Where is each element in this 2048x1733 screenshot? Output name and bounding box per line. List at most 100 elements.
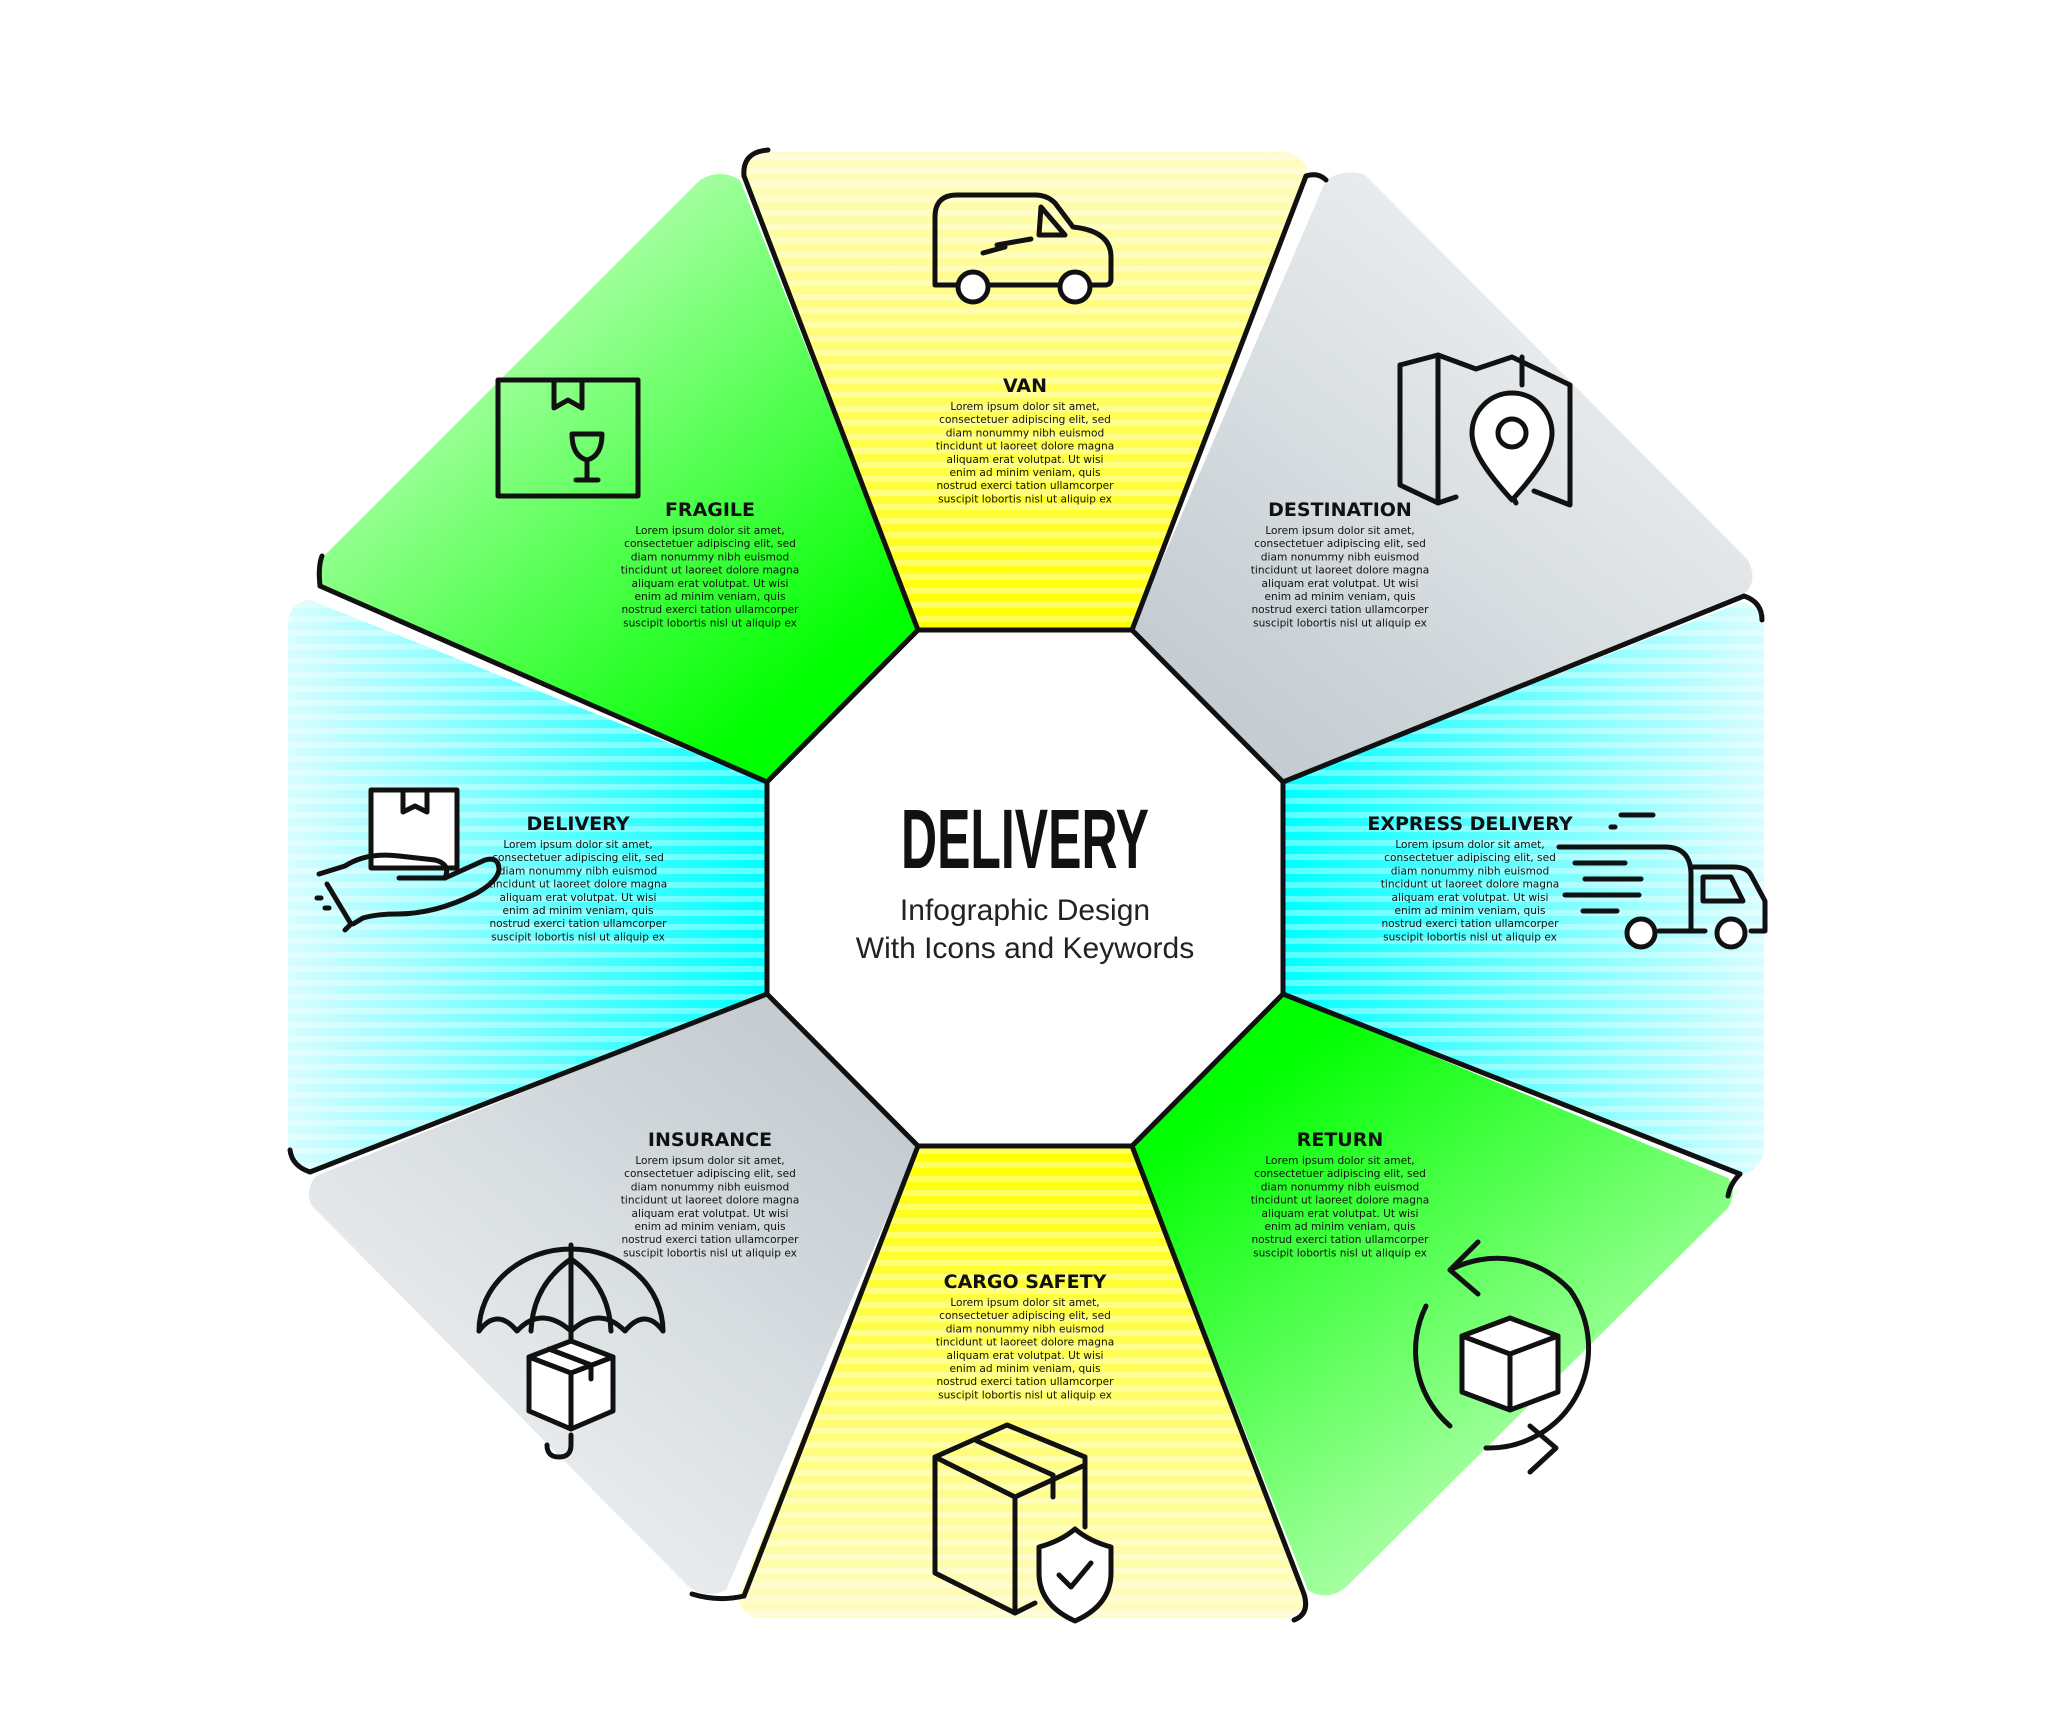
segment-fragile-body-line: suscipit lobortis nisl ut aliquip ex xyxy=(623,617,797,629)
segment-return-body-line: aliquam erat volutpat. Ut wisi xyxy=(1262,1208,1419,1220)
segment-cargo-safety-body-line: consectetuer adipiscing elit, sed xyxy=(939,1310,1111,1322)
segment-express-delivery-body-line: Lorem ipsum dolor sit amet, xyxy=(1395,839,1544,851)
center-subtitle-line1: Infographic Design xyxy=(900,894,1150,927)
segment-cargo-safety-body-line: diam nonummy nibh euismod xyxy=(946,1323,1104,1335)
segment-delivery-title: DELIVERY xyxy=(527,813,630,835)
return-box-icon xyxy=(1413,1239,1591,1475)
segment-return-body-line: Lorem ipsum dolor sit amet, xyxy=(1265,1155,1414,1167)
segment-van-text: VAN Lorem ipsum dolor sit amet,consectetu… xyxy=(936,375,1114,505)
segment-fragile-body-line: diam nonummy nibh euismod xyxy=(631,551,789,563)
segment-fragile-body-line: aliquam erat volutpat. Ut wisi xyxy=(632,578,789,590)
segment-insurance-body-line: consectetuer adipiscing elit, sed xyxy=(624,1168,796,1180)
segment-return-text: RETURN Lorem ipsum dolor sit amet,consect… xyxy=(1251,1129,1429,1259)
segment-express-delivery-title: EXPRESS DELIVERY xyxy=(1367,813,1572,835)
segment-cargo-safety-body-line: tincidunt ut laoreet dolore magna xyxy=(936,1337,1114,1349)
segment-delivery-body-line: tincidunt ut laoreet dolore magna xyxy=(489,879,667,891)
segment-express-delivery-text: EXPRESS DELIVERY Lorem ipsum dolor sit am… xyxy=(1367,813,1572,943)
segment-delivery-body-line: diam nonummy nibh euismod xyxy=(499,865,657,877)
segment-van-title: VAN xyxy=(1003,375,1047,397)
segment-cargo-safety-body-line: enim ad minim veniam, quis xyxy=(950,1363,1101,1375)
segment-fragile-body-line: consectetuer adipiscing elit, sed xyxy=(624,538,796,550)
segment-dividers xyxy=(287,147,1765,1623)
segment-destination-body-line: consectetuer adipiscing elit, sed xyxy=(1254,538,1426,550)
segment-return-body-line: enim ad minim veniam, quis xyxy=(1265,1221,1416,1233)
segment-van-body-line: diam nonummy nibh euismod xyxy=(946,427,1104,439)
segment-cargo-safety-title: CARGO SAFETY xyxy=(944,1271,1107,1293)
segment-fragile-title: FRAGILE xyxy=(665,499,755,521)
segment-van-body-line: suscipit lobortis nisl ut aliquip ex xyxy=(938,493,1112,505)
center-octagon: DELIVERY Infographic Design With Icons a… xyxy=(764,627,1286,1149)
segment-express-delivery-body-line: consectetuer adipiscing elit, sed xyxy=(1384,852,1556,864)
map-pin-icon xyxy=(1397,352,1573,508)
segment-van-body-line: Lorem ipsum dolor sit amet, xyxy=(950,401,1099,413)
segment-destination-body-line: tincidunt ut laoreet dolore magna xyxy=(1251,565,1429,577)
segment-delivery-text: DELIVERY Lorem ipsum dolor sit amet,conse… xyxy=(489,813,667,943)
segment-express-delivery-body-line: tincidunt ut laoreet dolore magna xyxy=(1381,879,1559,891)
segment-return-shape xyxy=(1132,994,1733,1596)
segment-destination-body-line: Lorem ipsum dolor sit amet, xyxy=(1265,525,1414,537)
segment-destination-body-line: diam nonummy nibh euismod xyxy=(1261,551,1419,563)
segment-delivery-body-line: nostrud exerci tation ullamcorper xyxy=(489,918,667,930)
segment-delivery-body-line: suscipit lobortis nisl ut aliquip ex xyxy=(491,931,665,943)
segment-express-delivery-body-line: diam nonummy nibh euismod xyxy=(1391,865,1549,877)
segment-return-title: RETURN xyxy=(1297,1129,1384,1151)
segment-return-body-line: tincidunt ut laoreet dolore magna xyxy=(1251,1195,1429,1207)
segment-destination-title: DESTINATION xyxy=(1268,499,1412,521)
segment-insurance-body-line: enim ad minim veniam, quis xyxy=(635,1221,786,1233)
segment-fragile-body-line: Lorem ipsum dolor sit amet, xyxy=(635,525,784,537)
segment-express-delivery-body-line: nostrud exerci tation ullamcorper xyxy=(1381,918,1559,930)
segment-van-body-line: tincidunt ut laoreet dolore magna xyxy=(936,441,1114,453)
segment-insurance-body-line: suscipit lobortis nisl ut aliquip ex xyxy=(623,1247,797,1259)
segment-van-body-line: nostrud exerci tation ullamcorper xyxy=(936,480,1114,492)
hand-box-icon xyxy=(314,787,502,933)
segment-cargo-safety-body-line: nostrud exerci tation ullamcorper xyxy=(936,1376,1114,1388)
cargo-safety-icon xyxy=(932,1422,1114,1624)
segment-fragile-body-line: tincidunt ut laoreet dolore magna xyxy=(621,565,799,577)
segment-destination-shape xyxy=(1132,172,1753,783)
segment-cargo-safety-body-line: aliquam erat volutpat. Ut wisi xyxy=(947,1350,1104,1362)
segment-destination-body-line: nostrud exerci tation ullamcorper xyxy=(1251,604,1429,616)
center-title: DELIVERY xyxy=(901,792,1149,886)
center-subtitle-line2: With Icons and Keywords xyxy=(856,932,1194,965)
segment-insurance-title: INSURANCE xyxy=(648,1129,772,1151)
segment-insurance-body-line: nostrud exerci tation ullamcorper xyxy=(621,1234,799,1246)
fragile-box-icon xyxy=(495,377,641,499)
segment-insurance-text: INSURANCE Lorem ipsum dolor sit amet,cons… xyxy=(621,1129,799,1259)
segment-insurance-body-line: diam nonummy nibh euismod xyxy=(631,1181,789,1193)
segment-insurance-body-line: Lorem ipsum dolor sit amet, xyxy=(635,1155,784,1167)
segment-van-body-line: consectetuer adipiscing elit, sed xyxy=(939,414,1111,426)
segment-insurance-shape xyxy=(308,994,918,1595)
umbrella-box-icon xyxy=(476,1242,666,1460)
segment-destination-body-line: enim ad minim veniam, quis xyxy=(1265,591,1416,603)
segment-fragile-shape xyxy=(316,174,918,782)
segment-fragile-body-line: nostrud exerci tation ullamcorper xyxy=(621,604,799,616)
segment-cargo-safety-text: CARGO SAFETY Lorem ipsum dolor sit amet,c… xyxy=(936,1271,1114,1401)
segment-return-body-line: suscipit lobortis nisl ut aliquip ex xyxy=(1253,1247,1427,1259)
segment-insurance-body-line: tincidunt ut laoreet dolore magna xyxy=(621,1195,799,1207)
segment-destination-text: DESTINATION Lorem ipsum dolor sit amet,co… xyxy=(1251,499,1429,629)
segment-cargo-safety-body-line: Lorem ipsum dolor sit amet, xyxy=(950,1297,1099,1309)
segment-fragile-body-line: enim ad minim veniam, quis xyxy=(635,591,786,603)
segment-van-body-line: aliquam erat volutpat. Ut wisi xyxy=(947,454,1104,466)
segment-express-delivery-body-line: enim ad minim veniam, quis xyxy=(1395,905,1546,917)
segment-return-body-line: consectetuer adipiscing elit, sed xyxy=(1254,1168,1426,1180)
van-icon xyxy=(932,192,1114,305)
segment-express-delivery-body-line: suscipit lobortis nisl ut aliquip ex xyxy=(1383,931,1557,943)
segment-cargo-safety-body-line: suscipit lobortis nisl ut aliquip ex xyxy=(938,1389,1112,1401)
segment-destination-body-line: aliquam erat volutpat. Ut wisi xyxy=(1262,578,1419,590)
segment-return-body-line: diam nonummy nibh euismod xyxy=(1261,1181,1419,1193)
segment-van-body-line: enim ad minim veniam, quis xyxy=(950,467,1101,479)
express-truck-icon xyxy=(1556,812,1768,950)
segment-fragile-text: FRAGILE Lorem ipsum dolor sit amet,consec… xyxy=(621,499,799,629)
segment-destination-body-line: suscipit lobortis nisl ut aliquip ex xyxy=(1253,617,1427,629)
segment-delivery-body-line: consectetuer adipiscing elit, sed xyxy=(492,852,664,864)
segment-delivery-body-line: enim ad minim veniam, quis xyxy=(503,905,654,917)
segment-shapes xyxy=(288,152,1764,1618)
segment-delivery-body-line: Lorem ipsum dolor sit amet, xyxy=(503,839,652,851)
segment-insurance-body-line: aliquam erat volutpat. Ut wisi xyxy=(632,1208,789,1220)
segment-return-body-line: nostrud exerci tation ullamcorper xyxy=(1251,1234,1429,1246)
segment-express-delivery-body-line: aliquam erat volutpat. Ut wisi xyxy=(1392,892,1549,904)
segment-delivery-body-line: aliquam erat volutpat. Ut wisi xyxy=(500,892,657,904)
